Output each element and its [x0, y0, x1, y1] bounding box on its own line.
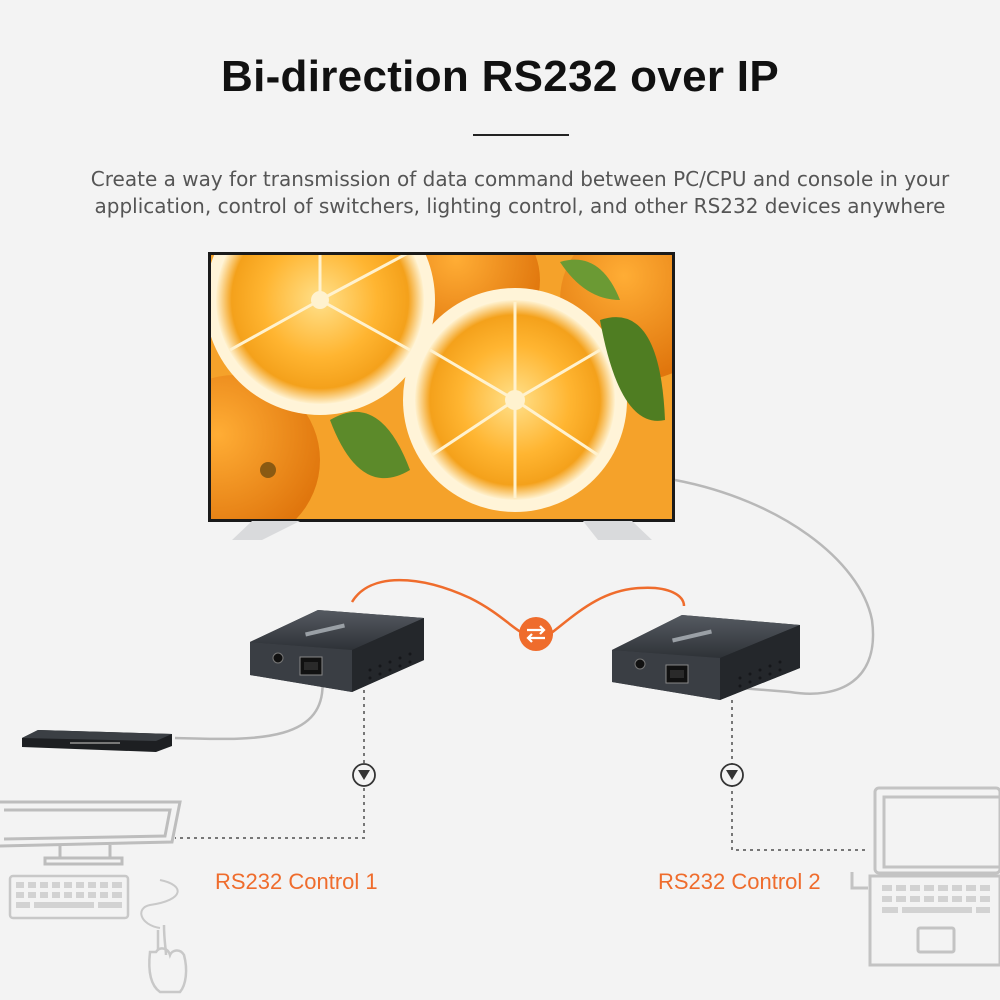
laptop-icon [852, 788, 1000, 965]
desktop-monitor-icon [0, 802, 180, 864]
arrow-down-circle-icon [721, 764, 743, 786]
tv-screen-image [150, 185, 720, 545]
extender-transmitter [250, 610, 424, 692]
sync-arrows-icon [519, 617, 553, 651]
extender-receiver [612, 615, 800, 700]
tv-display [150, 185, 720, 545]
keyboard-icon [10, 876, 128, 918]
hdmi-cable-player [175, 676, 323, 739]
arrow-down-circle-icon [353, 764, 375, 786]
rs232-control-1-label: RS232 Control 1 [215, 869, 378, 895]
rs232-control-2-label: RS232 Control 2 [658, 869, 821, 895]
rs232-line-2 [732, 700, 865, 850]
media-player [22, 730, 172, 752]
mouse-cable [141, 880, 177, 928]
hand-pointer-icon [149, 925, 186, 992]
rs232-line-1 [175, 690, 364, 838]
laptop-keys [882, 885, 990, 913]
cables [141, 480, 873, 928]
